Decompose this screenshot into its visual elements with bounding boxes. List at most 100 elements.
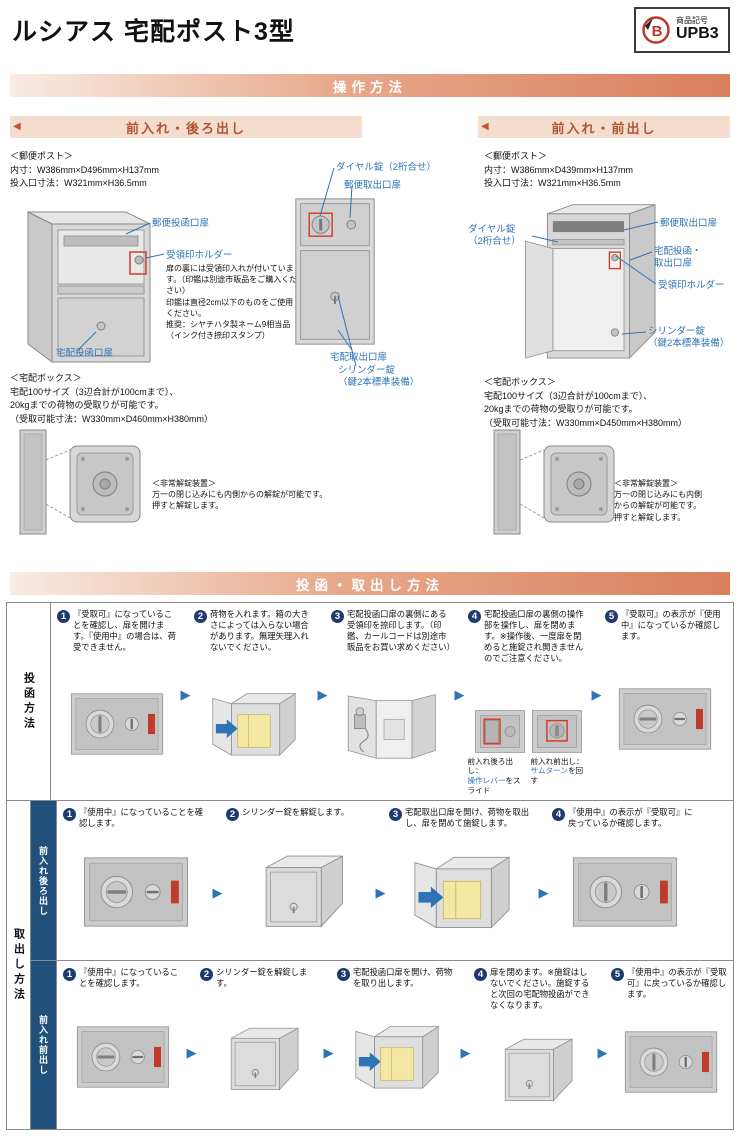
note-line: 万一の閉じ込みにも内側 (614, 490, 702, 500)
arrow-right-icon: ▶ (375, 885, 386, 900)
label-line: ダイヤル錠 (468, 224, 516, 235)
note-line: 万一の閉じ込みにも内側からの解錠が可能です。 (152, 490, 328, 500)
spec-line: 宅配100サイズ（3辺合計が100cmまで）、 (10, 386, 179, 397)
step4-caption-front: 前入れ前出し： サムターンを回す (531, 757, 589, 796)
arrow-right-icon: ▶ (591, 687, 602, 702)
note-line: 扉の裏には受領印入れが付いています。（印鑑は別途市販品をご購入ください） (166, 264, 298, 296)
step-3: 3 宅配取出口扉を開け、荷物を取出し、扉を閉めて施錠します。 (389, 807, 535, 956)
header-arrow-icon: ◀ (13, 121, 21, 132)
step-text: 荷物を入れます。箱の大きさによっては入らない場合があります。無理矢理入れないでく… (210, 609, 309, 652)
caption-blue: サムターン (530, 766, 568, 776)
step-text: 扉を閉めます。※施錠はしないでください。施錠すると次回の宅配物投函ができなくなり… (490, 967, 590, 1010)
left-column-title: 前入れ・後ろ出し (125, 120, 246, 136)
note-line: 推奨：シヤチハタ製ネーム9相当品（インク付き捺印スタンプ） (166, 319, 291, 341)
stamp-door-illustration (342, 688, 440, 760)
rear-out-label-cell: 前入れ後ろ出し (31, 801, 57, 960)
spec-line: 20kgまでの荷物の受取りが可能です。 (484, 404, 638, 414)
lever-detail-illustration (474, 709, 526, 754)
step-illustration: 前入れ後ろ出し： 操作レバーをスライド 前入れ前出し： サムターンを回す (468, 664, 588, 796)
label-line: （鍵2本標準装備） (338, 377, 420, 389)
arrow-right-icon: ▶ (186, 1045, 197, 1060)
right-column-header: ◀ 前入れ・前出し (478, 116, 730, 138)
left-emergency-device-illustration (14, 426, 146, 538)
rear-out-steps: 1 『使用中』になっていることを確認します。 ▶ 2 シリンダー錠を解錠 (57, 801, 733, 960)
label-dial-lock: ダイヤル錠（2桁合せ） (336, 162, 436, 173)
step-text: 『使用中』になっていることを確認します。 (79, 967, 179, 988)
label-stamp-holder: 受領印ホルダー (658, 280, 725, 291)
label-line: シリンダー錠 (648, 326, 706, 337)
arrow-right-icon: ▶ (317, 687, 328, 702)
spec-line: 内寸：W386mm×D496mm×H137mm (10, 164, 160, 175)
label-line: （鍵2本標準装備） (648, 338, 730, 350)
step-illustration (200, 989, 320, 1125)
posting-method-row: 投函方法 1 『受取可』になっていることを確認し、扉を開けます。『使用中』の場合… (7, 603, 733, 801)
step-number: 3 (337, 968, 350, 981)
dial-panel-illustration (572, 857, 678, 927)
posting-method-label: 投函方法 (22, 671, 35, 732)
step-illustration (389, 829, 535, 956)
step-2: 2 荷物を入れます。箱の大きさによっては入らない場合があります。無理矢理入れない… (194, 609, 314, 796)
step-number: 2 (200, 968, 213, 981)
step-1: 1 『使用中』になっていることを確認します。 (63, 807, 209, 956)
step-number: 1 (63, 808, 76, 821)
dial-panel-illustration (76, 1026, 170, 1088)
note-heading: ＜非常解錠装置＞ (614, 479, 678, 488)
arrow-right-icon: ▶ (597, 1045, 608, 1060)
label-line: 宅配投函・ (654, 246, 702, 257)
note-line: 印鑑は直径2cm以下のものをご使用ください。 (166, 297, 294, 318)
spec-line: 20kgまでの荷物の受取りが可能です。 (10, 400, 164, 410)
caption-blue: 操作レバー (467, 776, 506, 786)
right-post-spec: ＜郵便ポスト＞ 内寸：W386mm×D439mm×H137mm 投入口寸法：W3… (484, 150, 633, 191)
step-2: 2 シリンダー錠を解錠します。 (200, 967, 320, 1125)
step-text: シリンダー錠を解錠します。 (216, 967, 308, 988)
step-illustration (605, 642, 725, 796)
left-post-spec: ＜郵便ポスト＞ 内寸：W386mm×D496mm×H137mm 投入口寸法：W3… (10, 150, 159, 191)
spec-heading: ＜宅配ボックス＞ (484, 377, 556, 387)
arrow-right-icon: ▶ (460, 1045, 471, 1060)
step-text: 宅配取出口扉を開け、荷物を取出し、扉を閉めて施錠します。 (405, 807, 530, 828)
removal-method-label-cell: 取出し方法 (7, 801, 31, 1129)
caption-label: 前入れ前出し： (530, 756, 584, 766)
spec-heading: ＜宅配ボックス＞ (10, 373, 82, 383)
rear-out-row: 前入れ後ろ出し 1 『使用中』になっていることを確認します。 (31, 801, 733, 961)
step-illustration (194, 653, 314, 796)
step-number: 4 (474, 968, 487, 981)
front-out-label-cell: 前入れ前出し (31, 961, 57, 1129)
label-mail-out-door: 郵便取出口扉 (660, 218, 718, 229)
page-title: ルシアス 宅配ポスト3型 (12, 18, 295, 46)
step-text: 『使用中』の表示が『受取可』に戻っているか確認します。 (568, 807, 693, 828)
label-parcel-in-out-door: 宅配投函・ 取出口扉 (654, 246, 702, 271)
label-line: 取出口扉 (654, 258, 693, 270)
step-illustration (63, 829, 209, 956)
caption-label: 前入れ後ろ出し： (467, 756, 514, 776)
right-box-spec: ＜宅配ボックス＞ 宅配100サイズ（3辺合計が100cmまで）、 20kgまでの… (484, 376, 687, 430)
step-illustration (331, 653, 451, 796)
step-3: 3 宅配投函口扉の裏側にある受領印を捺印します。（印鑑、カールコードは別途市販品… (331, 609, 455, 796)
lb-logo-icon: B (642, 16, 670, 44)
right-column-title: 前入れ・前出し (551, 120, 657, 136)
note-heading: ＜非常解錠装置＞ (152, 479, 216, 488)
open-box-illustration (406, 851, 518, 933)
step-1: 1 『使用中』になっていることを確認します。 (63, 967, 183, 1125)
step-number: 3 (331, 610, 344, 623)
label-mail-in-door: 郵便投函口扉 (152, 218, 210, 229)
badge-product-code: UPB3 (676, 25, 719, 43)
step-2: 2 シリンダー錠を解錠します。 (226, 807, 372, 956)
left-cabinet-illustration (14, 196, 164, 366)
step-text: 宅配投函口扉の裏側の操作部を操作し、扉を閉めます。※操作後、一度扉を閉めると施錠… (484, 609, 584, 663)
diagram-section: ＜郵便ポスト＞ 内寸：W386mm×D496mm×H137mm 投入口寸法：W3… (0, 144, 740, 570)
step-text: シリンダー錠を解錠します。 (242, 807, 350, 817)
label-parcel-out-door: 宅配取出口扉 (330, 352, 388, 363)
closed-box-illustration (485, 1032, 583, 1104)
step-number: 1 (57, 610, 70, 623)
note-line: からの解錠が可能です。 (614, 501, 702, 511)
spec-line: （受取可能寸法：W330mm×D450mm×H380mm） (484, 417, 688, 428)
right-emergency-device-illustration (488, 426, 620, 538)
front-out-row: 前入れ前出し 1 『使用中』になっていることを確認します。 (31, 961, 733, 1129)
right-emergency-note: ＜非常解錠装置＞ 万一の閉じ込みにも内側 からの解錠が可能です。 押すと解錠しま… (614, 478, 732, 523)
spec-line: 内寸：W386mm×D439mm×H137mm (484, 164, 634, 175)
step-3: 3 宅配投函口扉を開け、荷物を取り出します。 (337, 967, 457, 1125)
note-line: 押すと解錠します。 (152, 501, 224, 511)
open-box-illustration (205, 688, 303, 760)
